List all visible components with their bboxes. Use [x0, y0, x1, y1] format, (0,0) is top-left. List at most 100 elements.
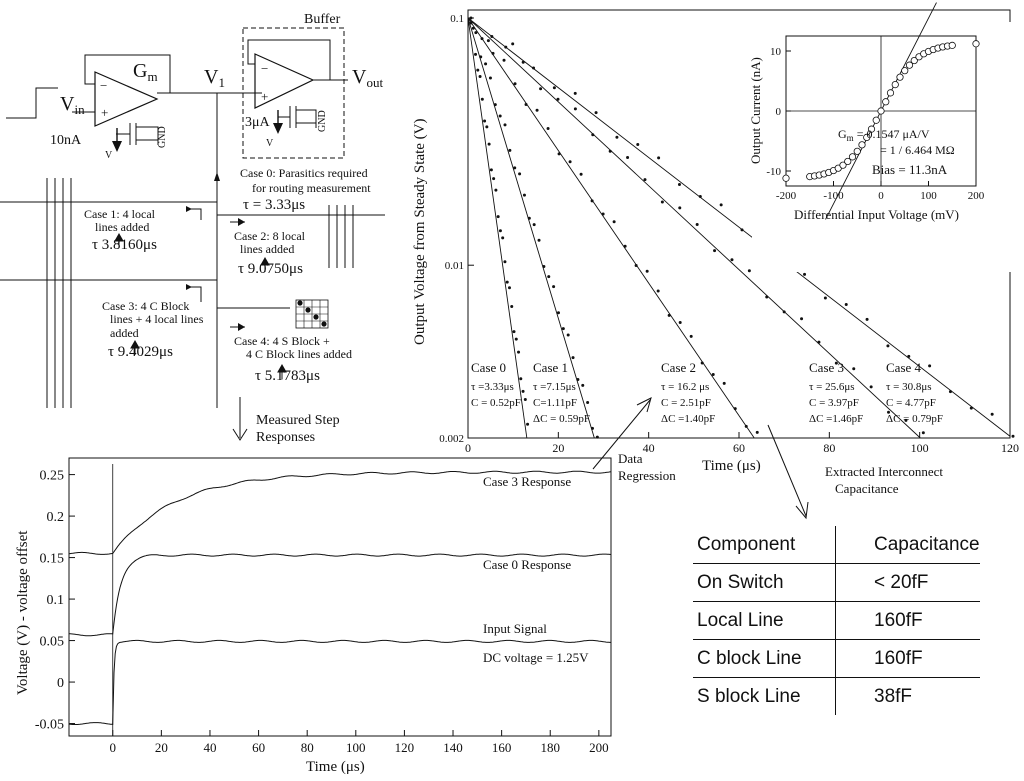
log-x-tick-label: 40: [643, 441, 655, 455]
inset-data-point: [901, 67, 909, 75]
data-point: [521, 389, 525, 393]
data-point: [601, 212, 605, 216]
data-point: [498, 114, 502, 118]
data-point: [581, 383, 585, 387]
step-y-tick-label: 0.05: [40, 635, 65, 650]
data-point: [586, 401, 590, 405]
data-point: [591, 133, 595, 137]
fit-line-case2: [467, 17, 755, 439]
case4-tau-arrow-icon: [277, 363, 287, 379]
data-point: [634, 264, 638, 268]
step-chart-ylabel: Voltage (V) - voltage offset: [15, 530, 31, 695]
data-point: [590, 426, 594, 430]
log-x-tick-label: 80: [823, 441, 835, 455]
case-label-line: ΔC = 0.79pF: [886, 413, 943, 425]
inset-data-point: [867, 125, 876, 133]
step-y-tick-label: 0.1: [47, 593, 65, 608]
data-regression-label-1: Data: [618, 451, 643, 466]
inset-data-point: [863, 133, 871, 141]
data-point: [590, 199, 594, 203]
case-label-line: τ =3.33μs: [471, 381, 514, 393]
data-point: [498, 229, 502, 233]
data-point: [503, 260, 507, 264]
data-point: [744, 424, 748, 428]
data-point: [730, 258, 734, 262]
data-point: [698, 194, 702, 198]
case-label-line: Case 3: [809, 360, 844, 375]
data-point: [782, 310, 786, 314]
data-point: [740, 228, 744, 232]
data-point: [469, 16, 473, 20]
gm-plus: +: [101, 105, 108, 120]
data-point: [510, 305, 514, 309]
case0-switch-arrow: [214, 172, 220, 181]
data-point: [471, 26, 475, 30]
data-point: [928, 364, 932, 368]
inset-x-tick-label: 100: [920, 190, 937, 202]
case-label-line: C = 3.97pF: [809, 397, 859, 409]
data-point: [844, 303, 848, 307]
case1-desc-2: lines added: [95, 220, 149, 234]
step-y-tick-label: 0.2: [47, 510, 65, 525]
inset-data-point: [844, 157, 852, 166]
data-point: [612, 220, 616, 224]
fit-line-case4: [467, 17, 1011, 437]
data-point: [511, 42, 515, 46]
data-regression-label-2: Regression: [618, 468, 676, 483]
inset-data-point: [858, 141, 866, 149]
case3-tau: τ 9.4029μs: [108, 344, 173, 360]
step-series-label: Case 3 Response: [483, 474, 571, 489]
inset-data-point: [782, 174, 790, 182]
table-cell-component: Local Line: [693, 601, 836, 640]
data-point: [532, 66, 536, 70]
buffer-label: Buffer: [304, 12, 341, 27]
data-point: [527, 216, 531, 220]
data-point: [485, 125, 489, 129]
data-point: [755, 430, 759, 434]
inset-chart-data: [782, 2, 980, 220]
case-label-line: C = 0.52pF: [471, 397, 521, 409]
data-point: [503, 123, 507, 127]
data-point: [948, 390, 952, 394]
table-header-capacitance: Capacitance: [834, 526, 980, 564]
fit-line-case1: [467, 17, 595, 439]
buffer-minus: −: [261, 61, 268, 76]
routing-horizontal-lines: [0, 201, 217, 281]
log-x-tick-label: 0: [465, 441, 471, 455]
case4-desc-1: Case 4: 4 S Block +: [234, 334, 330, 348]
data-point: [817, 340, 821, 344]
gm-amplifier: [94, 71, 159, 127]
step-x-tick-label: 140: [443, 740, 463, 755]
step-series-line: [68, 470, 612, 555]
measured-label-1: Measured Step: [256, 413, 340, 428]
inset-gm-text: Gm = 0.1547 μA/V: [838, 127, 930, 143]
s-block-grid-icon: [295, 299, 329, 329]
measured-label-2: Responses: [256, 430, 315, 445]
table-header-row: Component Capacitance: [693, 526, 980, 564]
data-point: [494, 188, 498, 192]
case0-desc-1: Case 0: Parasitics required: [240, 166, 368, 180]
step-x-tick-label: 40: [203, 740, 216, 755]
data-point: [834, 361, 838, 365]
data-point: [568, 160, 572, 164]
table-cell-capacitance: 160fF: [834, 639, 980, 678]
case-label-line: Case 2: [661, 360, 696, 375]
data-point: [496, 215, 500, 219]
inset-bias-text: Bias = 11.3nA: [872, 162, 948, 177]
data-point: [907, 354, 911, 358]
data-point: [479, 55, 483, 59]
data-point: [557, 152, 561, 156]
data-point: [514, 337, 518, 341]
table-cell-capacitance: 38fF: [834, 677, 980, 715]
data-point: [887, 410, 891, 414]
inset-data-point: [848, 153, 857, 161]
inset-data-point: [891, 81, 899, 89]
data-point: [480, 97, 484, 101]
step-chart-lines: [68, 470, 612, 725]
data-point: [561, 327, 565, 331]
capacitance-table: Component Capacitance On Switch < 20fF L…: [693, 526, 980, 715]
data-point: [677, 182, 681, 186]
log-y-tick-label: 0.002: [439, 433, 464, 445]
